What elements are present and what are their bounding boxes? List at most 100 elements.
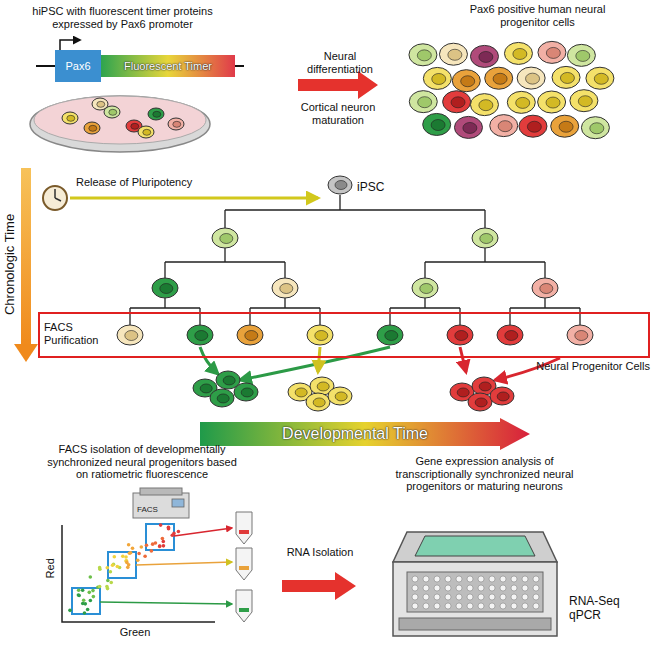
selection-arrow: [460, 347, 466, 372]
cell: [447, 325, 473, 345]
cell: [504, 42, 532, 64]
time-arrow-shaft: [21, 168, 31, 346]
cell: [452, 70, 480, 92]
cell: [237, 325, 263, 345]
cell: [581, 117, 609, 139]
cell: [212, 228, 238, 248]
box-label: Pax6: [65, 60, 90, 72]
cell: [551, 115, 579, 137]
selection-arrow: [240, 347, 390, 380]
flow-arrow: [282, 572, 356, 600]
cell: [567, 325, 593, 345]
stem-cell: iPSC: [327, 175, 353, 195]
selection-arrow: [200, 347, 218, 374]
cell: [138, 126, 154, 138]
sort-arrow: [100, 602, 232, 604]
cell: [567, 44, 595, 66]
cell: [148, 108, 164, 120]
caption-text: Cortical neuron maturation: [290, 101, 386, 126]
cell: [84, 122, 100, 134]
cell: [328, 387, 352, 405]
machine-label: FACS: [137, 505, 158, 514]
sequencer-machine: RNA-Seq qPCR: [385, 522, 565, 647]
clock-hands: [55, 189, 61, 201]
caption-text: Release of Pluripotency: [76, 176, 246, 189]
cell: [538, 41, 566, 63]
clock-icon: [43, 186, 67, 210]
machine-label: RNA-Seq qPCR: [569, 594, 621, 622]
cell: [468, 393, 492, 411]
cell: [117, 325, 143, 345]
caption-text: Pax6 positive human neural progenitor ce…: [455, 3, 620, 28]
cell: [439, 43, 467, 65]
reporter-box: Fluorescent Timer: [101, 55, 235, 77]
gate-box: [146, 524, 174, 550]
node-shape: [132, 487, 190, 519]
time-arrow: Developmental Time: [200, 418, 530, 450]
gate-box: [108, 552, 136, 578]
lineage-tree: [130, 195, 580, 325]
box-label: Fluorescent Timer: [124, 60, 212, 72]
cell: [409, 44, 437, 66]
cell: [62, 112, 78, 124]
cell: [570, 90, 598, 112]
cell: [490, 115, 518, 137]
cell: [470, 94, 498, 116]
cell: [272, 278, 298, 298]
caption-text: RNA Isolation: [282, 546, 358, 559]
cell: [412, 278, 438, 298]
caption-text: FACS isolation of developmentally synchr…: [42, 443, 242, 481]
promoter-arrow: [60, 40, 80, 50]
cell: [306, 393, 330, 411]
cell: [423, 67, 451, 89]
cell: [409, 91, 437, 113]
cell: [485, 67, 513, 89]
caption-text: Neural differentiation: [298, 50, 382, 75]
cell: [454, 116, 482, 138]
cell: [490, 387, 514, 405]
plot-axes: [62, 525, 215, 622]
cell: [210, 389, 234, 407]
arrow-label: Developmental Time: [282, 425, 448, 443]
cell: [92, 98, 108, 110]
cell: [538, 91, 566, 113]
sort-arrow: [174, 528, 232, 536]
time-arrow-head: [14, 344, 38, 362]
facs-machine: FACS: [132, 487, 190, 519]
node-shape: [385, 522, 565, 647]
tube-content: [239, 530, 249, 534]
axis-label: Chronologic Time: [3, 199, 18, 329]
flow-arrow: [298, 71, 378, 99]
selection-band: FACS PurificationNeural Progenitor Cells: [38, 312, 650, 358]
cell: [552, 66, 580, 88]
release-arrow: [70, 197, 318, 200]
cells: [62, 41, 614, 411]
cell: [443, 91, 471, 113]
scatter-dots: [68, 523, 180, 615]
cell: [586, 67, 614, 89]
cell-label: iPSC: [357, 180, 384, 194]
culture-dish: [30, 96, 210, 152]
caption-text: Green: [110, 626, 160, 639]
cell: [377, 325, 403, 345]
cell: [519, 115, 547, 137]
selection-arrow: [318, 347, 320, 372]
cell: [307, 325, 333, 345]
cell: [423, 113, 451, 135]
band-label: FACS Purification: [44, 321, 114, 346]
culture-medium: [34, 96, 206, 144]
cell: [497, 325, 523, 345]
sort-arrow: [136, 562, 232, 565]
tube-content: [239, 608, 249, 612]
cell: [507, 91, 535, 113]
tube-content: [239, 566, 249, 570]
cell: [234, 383, 258, 401]
caption-text: hiPSC with fluorescent timer proteins ex…: [20, 5, 225, 30]
collection-tubes: [236, 512, 252, 622]
band-caption: Neural Progenitor Cells: [536, 360, 650, 372]
promoter-box: Pax6: [55, 50, 101, 82]
gate-box: [72, 588, 100, 614]
cell: [472, 228, 498, 248]
